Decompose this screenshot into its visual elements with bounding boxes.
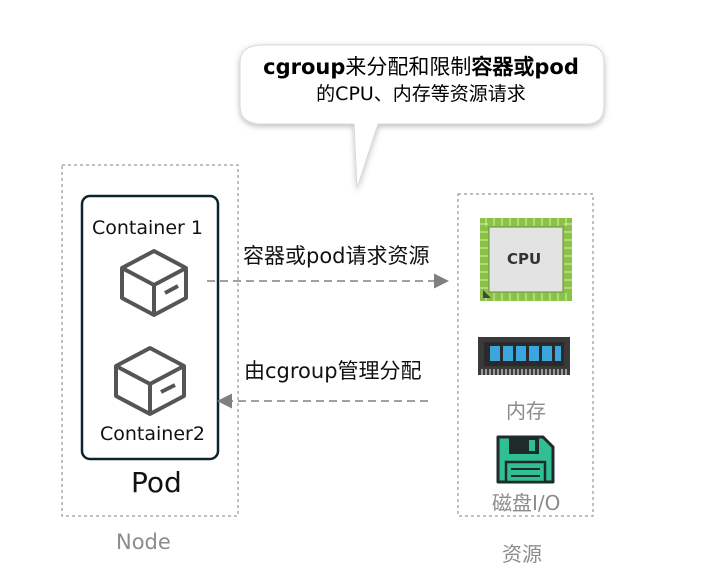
disk-label: 磁盘I/O	[492, 491, 561, 515]
pod-label: Pod	[131, 466, 182, 499]
resources-label: 资源	[502, 542, 542, 566]
container1-label: Container 1	[92, 217, 203, 239]
cpu-chip-icon	[480, 218, 572, 301]
memory-label: 内存	[506, 399, 546, 423]
container1-cube-icon	[120, 249, 188, 317]
node-frame	[61, 164, 239, 517]
manage-label: 由cgroup管理分配	[244, 359, 422, 383]
callout-subtitle: 的CPU、内存等资源请求	[316, 83, 526, 105]
floppy-disk-icon	[496, 435, 555, 484]
callout-middle: 来分配和限制	[345, 55, 472, 79]
container2-cube-icon	[114, 346, 186, 416]
memory-module-icon	[478, 337, 570, 375]
node-label: Node	[116, 530, 171, 554]
callout-bubble	[239, 44, 605, 189]
container2-label: Container2	[100, 423, 205, 445]
callout-title: cgroup来分配和限制容器或pod	[242, 53, 600, 81]
resource-frame	[457, 193, 594, 517]
callout-cgroup: cgroup	[263, 55, 346, 79]
request-label: 容器或pod请求资源	[243, 244, 430, 268]
cpu-label: CPU	[507, 250, 542, 268]
callout-target: 容器或pod	[471, 55, 579, 79]
